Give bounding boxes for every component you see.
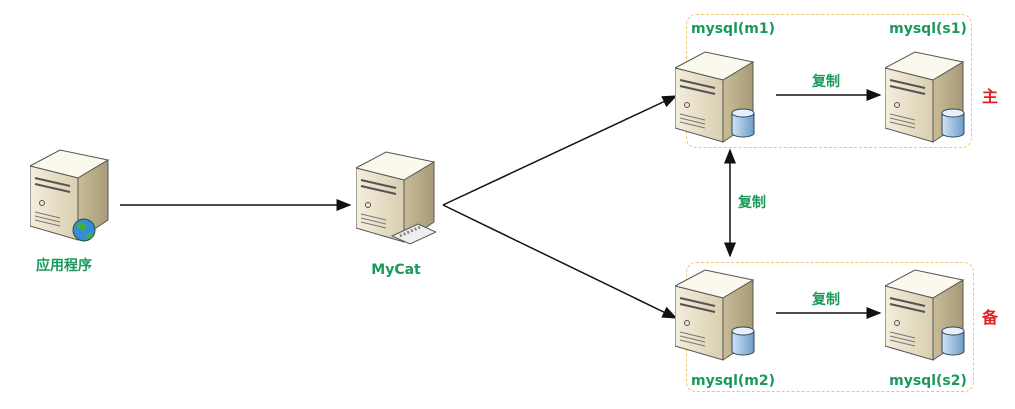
m1-label: mysql(m1) [691, 21, 775, 37]
s2-label: mysql(s2) [889, 373, 967, 389]
mycat-label: MyCat [371, 262, 421, 278]
server-network-icon [356, 150, 436, 245]
arrow-mycat-m2 [442, 204, 678, 319]
database-server-icon [675, 268, 755, 363]
replication-label-m1-s1: 复制 [812, 74, 840, 90]
primary-role-label: 主 [981, 87, 999, 106]
backup-role-label: 备 [981, 308, 999, 327]
app-label: 应用程序 [36, 258, 92, 274]
arrow-mycat-m1 [442, 95, 678, 206]
replication-label-m1-m2: 复制 [738, 195, 766, 211]
m2-label: mysql(m2) [691, 373, 775, 389]
database-server-icon [885, 50, 965, 145]
database-server-icon [885, 268, 965, 363]
database-server-icon [675, 50, 755, 145]
s1-label: mysql(s1) [889, 21, 967, 37]
server-globe-icon [30, 148, 110, 242]
replication-label-m2-s2: 复制 [812, 292, 840, 308]
